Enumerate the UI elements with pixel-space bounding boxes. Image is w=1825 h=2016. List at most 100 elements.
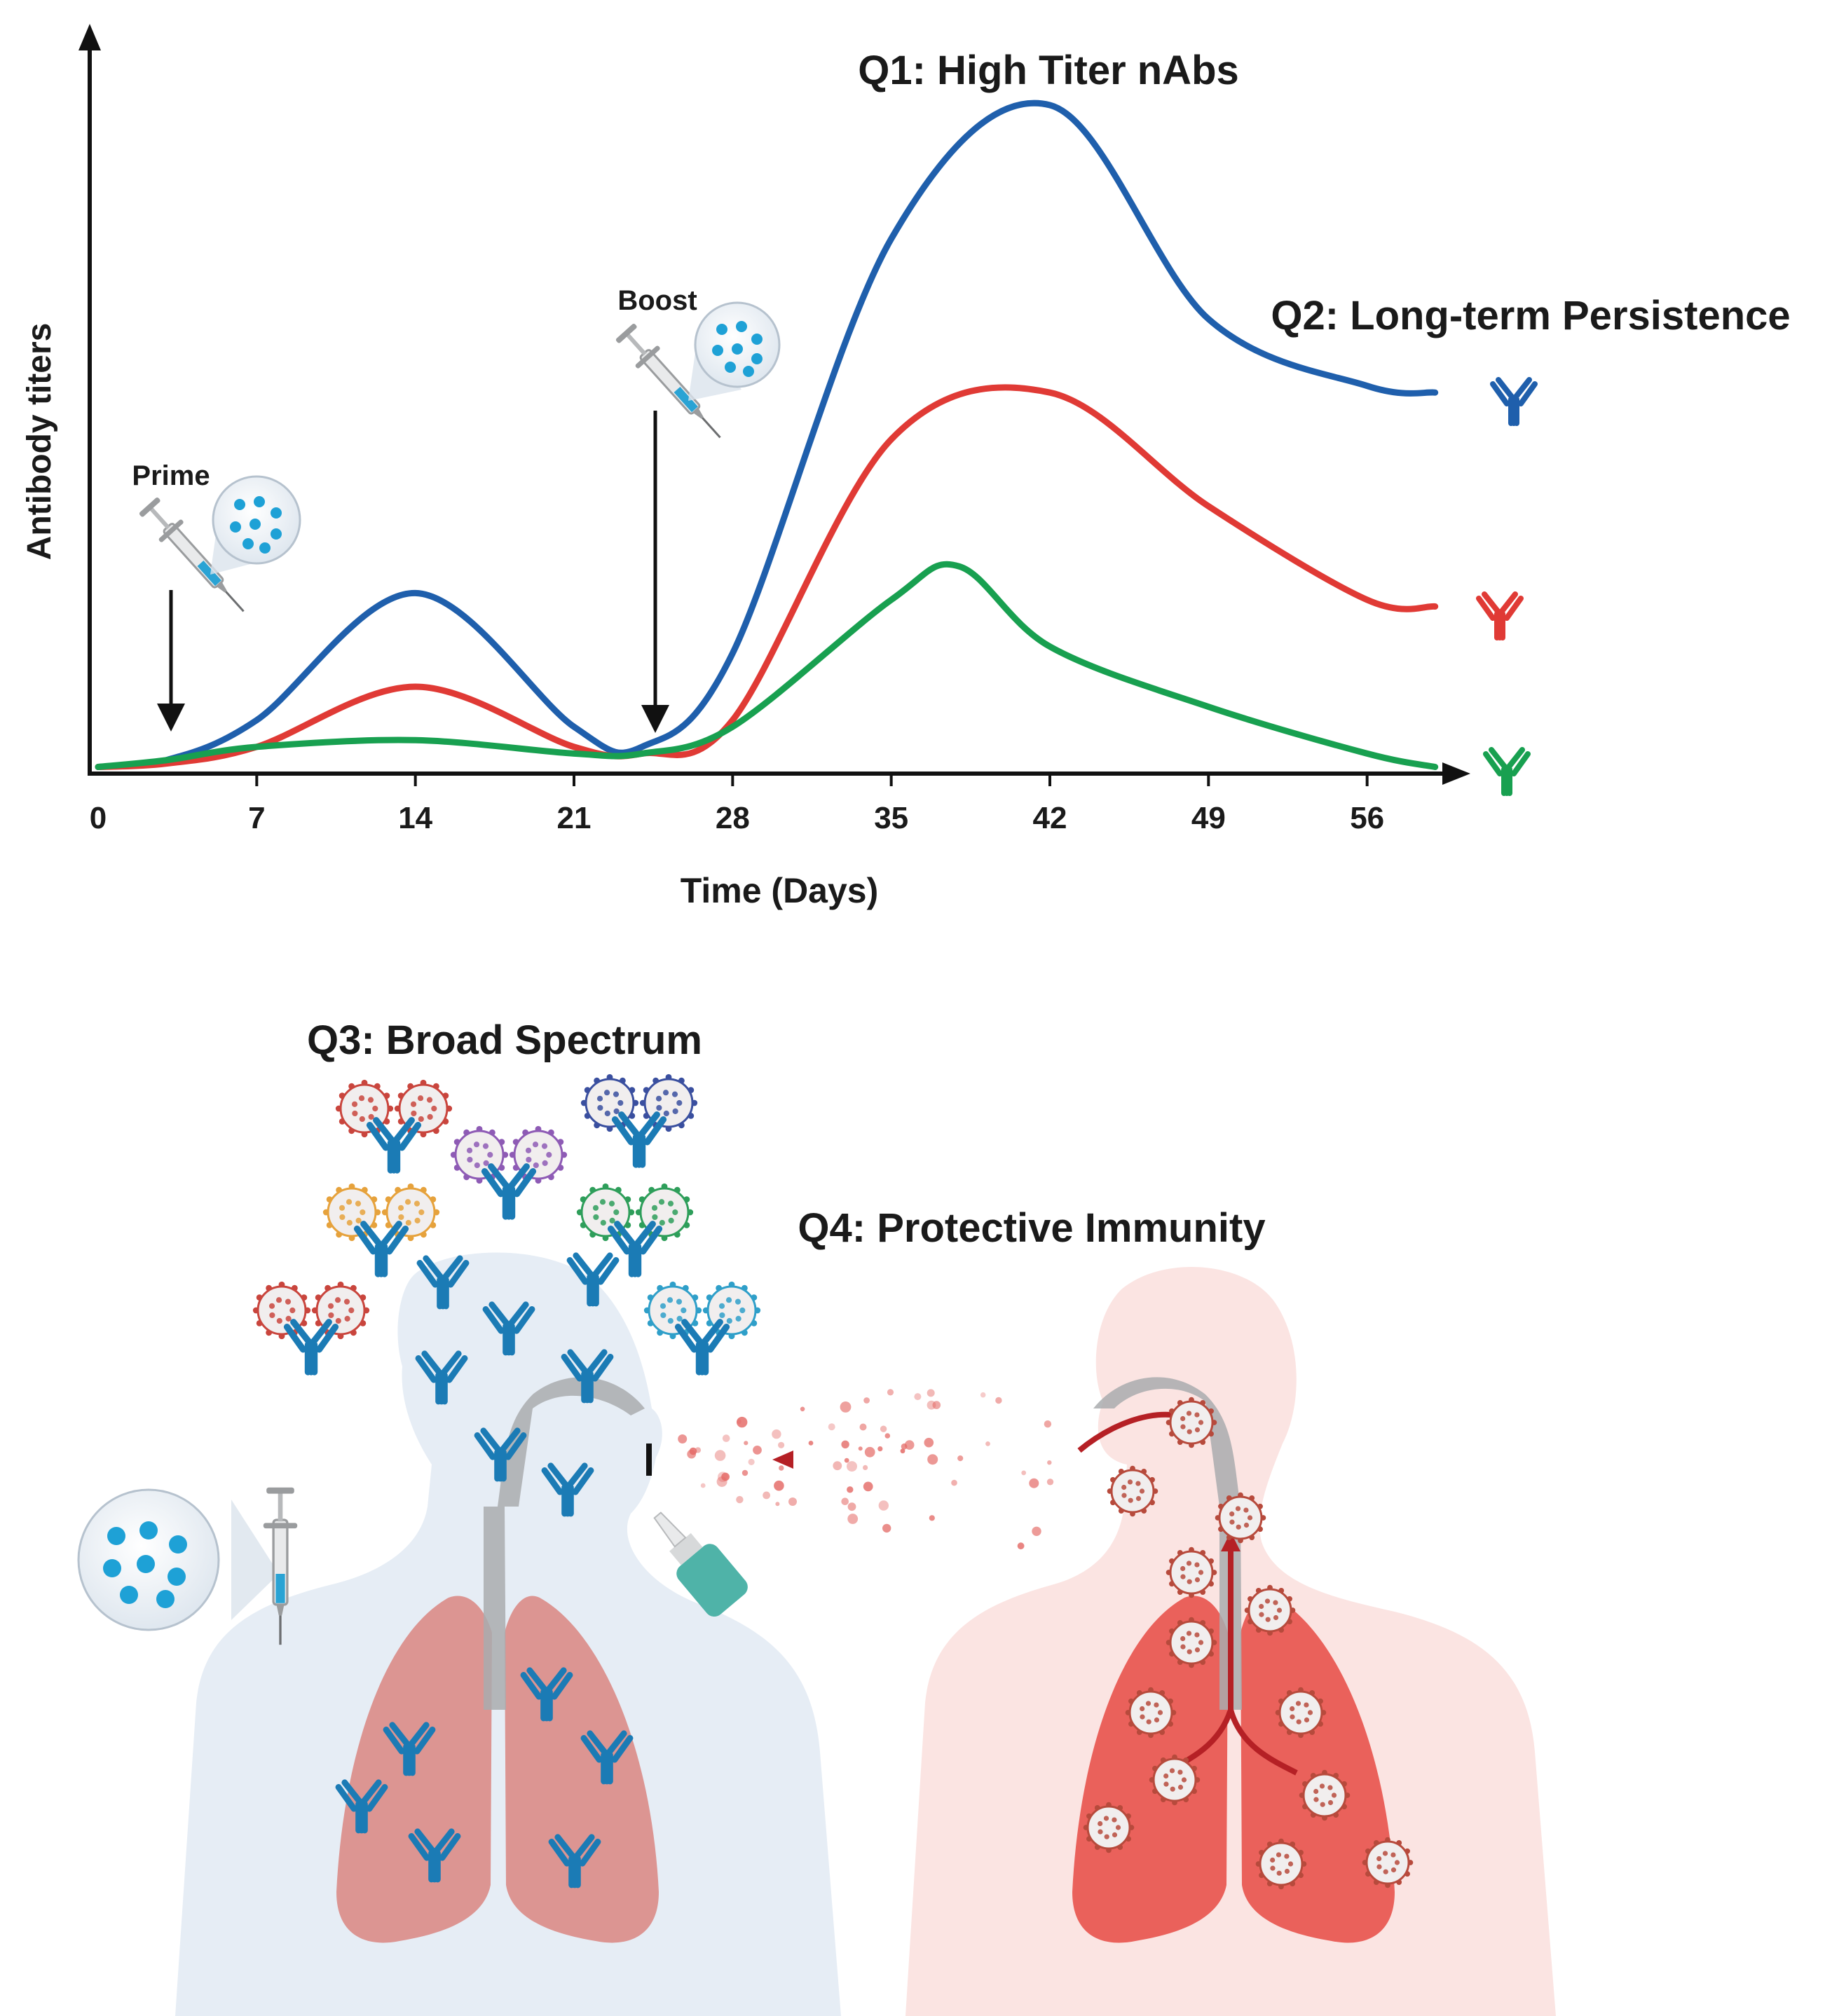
droplet-8 (833, 1461, 842, 1471)
droplet-53 (741, 1469, 749, 1476)
droplet-49 (689, 1447, 697, 1455)
droplet-17 (841, 1497, 849, 1505)
antibody-icon-red (1479, 594, 1521, 638)
droplet-44 (863, 1481, 873, 1492)
y-axis-arrowhead (78, 24, 101, 50)
virus-right-9 (1149, 1754, 1201, 1806)
droplet-11 (808, 1441, 814, 1446)
droplet-36 (847, 1486, 854, 1493)
droplet-13 (904, 1440, 915, 1450)
infection-arrowhead (1221, 1532, 1240, 1551)
boost-label: Boost (617, 285, 697, 316)
virus-right-7 (1125, 1687, 1177, 1739)
injection-detail (77, 1486, 299, 1646)
droplet-62 (880, 1425, 887, 1432)
protection-illustration: Q3: Broad Spectrum Q4: Protective Immuni… (77, 1017, 1556, 2016)
droplet-50 (927, 1400, 936, 1410)
droplet-27 (678, 1434, 688, 1444)
aerosol-droplets (678, 1389, 1054, 1550)
virus-right-13 (1362, 1837, 1414, 1888)
virus-right-5 (1244, 1584, 1296, 1636)
droplet-58 (800, 1406, 805, 1412)
q2-label: Q2: Long-term Persistence (1271, 293, 1790, 338)
droplet-48 (864, 1446, 875, 1458)
droplet-29 (737, 1419, 741, 1425)
x-tick-label-7: 7 (248, 801, 265, 835)
droplet-30 (878, 1500, 889, 1511)
virus-right-3 (1215, 1492, 1266, 1544)
droplet-67 (778, 1441, 785, 1448)
x-tick-label-49: 49 (1191, 801, 1226, 835)
prime-arrowhead (157, 704, 185, 732)
virus-right-12 (1255, 1838, 1307, 1890)
droplet-41 (877, 1446, 883, 1452)
virus-right-6 (1166, 1617, 1217, 1668)
infected-airway (1093, 1377, 1242, 1710)
droplet-64 (1017, 1542, 1025, 1550)
droplet-10 (884, 1433, 891, 1439)
droplet-9 (736, 1495, 744, 1504)
x-axis-label: Time (Days) (681, 871, 879, 910)
nasal-spray-icon (653, 1511, 748, 1617)
axes (78, 24, 1470, 785)
virus-right-10 (1299, 1769, 1351, 1821)
virus-particles-right (1083, 1397, 1414, 1890)
droplet-69 (779, 1465, 784, 1471)
x-tick-label-21: 21 (557, 801, 592, 835)
boost-annotation: Boost (612, 285, 781, 733)
boost-arrowhead (641, 705, 669, 733)
droplet-33 (980, 1392, 986, 1398)
droplet-25 (847, 1502, 856, 1511)
prime-vaccine-dots (230, 496, 282, 554)
droplet-46 (840, 1401, 852, 1413)
prime-annotation: Prime (132, 460, 301, 732)
droplet-37 (951, 1479, 957, 1486)
droplet-65 (985, 1441, 990, 1446)
droplet-19 (774, 1480, 784, 1491)
droplet-4 (927, 1389, 935, 1397)
droplet-35 (858, 1446, 863, 1451)
antibody-icon-green (1486, 750, 1528, 793)
droplet-54 (788, 1497, 797, 1506)
boost-vaccine-dots (712, 321, 763, 377)
droplet-55 (995, 1397, 1002, 1404)
droplet-28 (929, 1515, 935, 1521)
vaccinated-person (175, 1074, 841, 2016)
droplet-1 (863, 1465, 868, 1470)
q3-label: Q3: Broad Spectrum (307, 1017, 702, 1063)
x-tick-label-42: 42 (1033, 801, 1067, 835)
droplet-34 (914, 1393, 922, 1401)
droplet-60 (828, 1423, 835, 1431)
droplet-22 (753, 1446, 762, 1455)
droplet-43 (847, 1514, 859, 1524)
transmission-arrowhead (772, 1451, 793, 1469)
series-line-blue (95, 100, 1439, 770)
droplet-47 (924, 1437, 934, 1448)
droplet-21 (887, 1389, 894, 1396)
neutralized-virus-pairs (252, 1074, 761, 1372)
droplet-57 (859, 1423, 867, 1431)
infected-lungs (1072, 1596, 1395, 1943)
injection-zoom-cone (231, 1500, 279, 1620)
x-tick-label-0: 0 (90, 801, 107, 835)
x-axis-arrowhead (1442, 762, 1470, 785)
droplet-18 (772, 1429, 781, 1439)
droplet-59 (847, 1461, 857, 1472)
injection-vaccine-dots (103, 1521, 187, 1608)
transmission-block (646, 1444, 1009, 1476)
x-tick-label-56: 56 (1350, 801, 1384, 835)
y-axis-label: Antibody titers (21, 323, 58, 561)
vaccinated-airway (484, 1377, 645, 1710)
droplet-16 (1044, 1420, 1052, 1428)
droplet-45 (882, 1523, 891, 1533)
q1-label: Q1: High Titer nAbs (858, 48, 1239, 93)
virus-right-8 (1275, 1687, 1327, 1739)
virus-right-4 (1166, 1547, 1217, 1598)
infected-person (905, 1266, 1556, 2016)
series-line-red (95, 384, 1439, 770)
droplet-23 (775, 1502, 780, 1507)
droplet-31 (863, 1397, 870, 1404)
